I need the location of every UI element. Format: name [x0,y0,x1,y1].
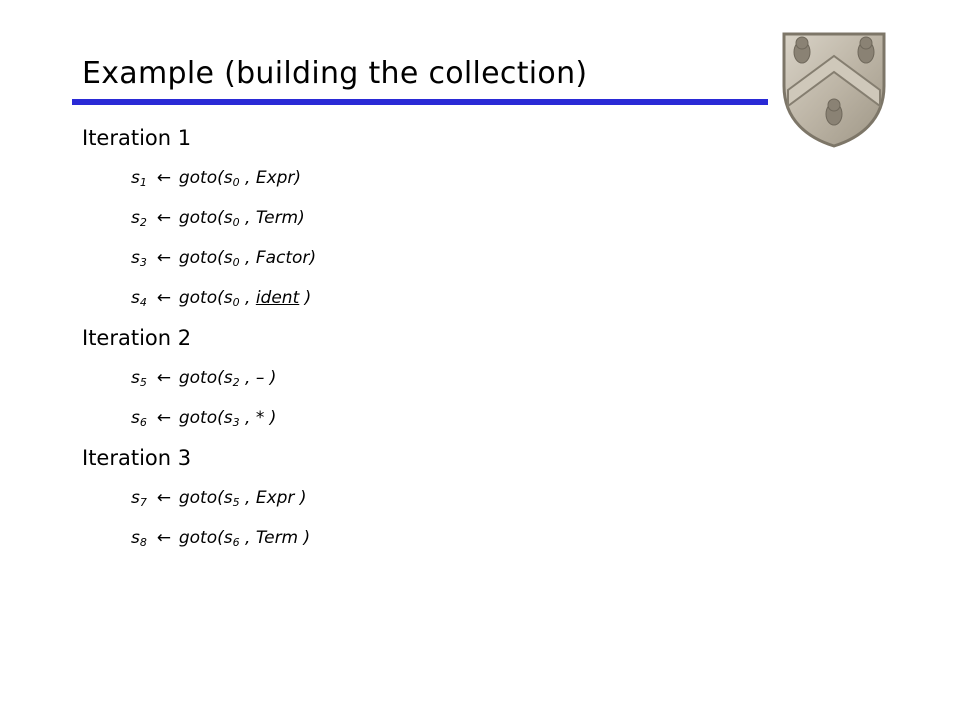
separator: , [239,408,256,428]
source-state-subscript: 0 [232,296,240,309]
state-var: s [131,208,140,228]
goto-step: s5 ← goto(s2 , – ) [82,358,762,398]
closing-paren: ) [298,208,305,228]
separator: , [239,168,256,188]
left-arrow-icon: ← [156,288,171,308]
goto-function: goto(s [178,368,233,388]
closing-paren: ) [294,488,307,508]
slide-title: Example (building the collection) [82,56,588,91]
closing-paren: ) [264,408,277,428]
grammar-symbol: * [255,408,265,428]
state-var: s [131,248,140,268]
grammar-symbol: Term [255,528,299,548]
state-var: s [131,288,140,308]
left-arrow-icon: ← [156,408,171,428]
goto-function: goto(s [178,248,233,268]
left-arrow-icon: ← [156,168,171,188]
source-state-subscript: 5 [232,496,240,509]
state-var: s [131,168,140,188]
grammar-symbol: Factor [255,248,310,268]
grammar-symbol: ident [255,288,300,308]
state-var: s [131,528,140,548]
separator: , [239,208,256,228]
source-state-subscript: 3 [232,416,240,429]
state-var: s [131,488,140,508]
closing-paren: ) [264,368,277,388]
iteration-heading: Iteration 2 [82,326,192,350]
source-state-subscript: 0 [232,176,240,189]
grammar-symbol: Expr [255,488,295,508]
state-subscript: 1 [139,176,147,189]
grammar-symbol: – [255,368,265,388]
source-state-subscript: 2 [232,376,240,389]
grammar-symbol: Term [255,208,299,228]
goto-step: s6 ← goto(s3 , * ) [82,398,762,438]
state-subscript: 8 [139,536,147,549]
goto-step: s7 ← goto(s5 , Expr ) [82,478,762,518]
iteration-heading: Iteration 3 [82,446,192,470]
goto-step: s1 ← goto(s0 , Expr) [82,158,762,198]
closing-paren: ) [298,528,311,548]
closing-paren: ) [299,288,312,308]
state-var: s [131,368,140,388]
separator: , [239,368,256,388]
goto-function: goto(s [178,528,233,548]
state-subscript: 6 [139,416,147,429]
separator: , [239,488,256,508]
left-arrow-icon: ← [156,528,171,548]
separator: , [239,528,256,548]
left-arrow-icon: ← [156,368,171,388]
goto-function: goto(s [178,168,233,188]
rice-university-shield-icon [782,32,886,148]
source-state-subscript: 0 [232,256,240,269]
iteration-heading: Iteration 1 [82,126,192,150]
goto-function: goto(s [178,288,233,308]
state-subscript: 3 [139,256,147,269]
separator: , [239,288,256,308]
state-var: s [131,408,140,428]
goto-step: s3 ← goto(s0 , Factor) [82,238,762,278]
state-subscript: 5 [139,376,147,389]
left-arrow-icon: ← [156,248,171,268]
goto-function: goto(s [178,208,233,228]
goto-step: s2 ← goto(s0 , Term) [82,198,762,238]
separator: , [239,248,256,268]
closing-paren: ) [294,168,302,188]
state-subscript: 4 [139,296,147,309]
source-state-subscript: 6 [232,536,240,549]
source-state-subscript: 0 [232,216,240,229]
state-subscript: 2 [139,216,147,229]
left-arrow-icon: ← [156,208,171,228]
closing-paren: ) [309,248,317,268]
goto-step: s8 ← goto(s6 , Term ) [82,518,762,558]
title-underline-rule [72,99,768,105]
state-subscript: 7 [139,496,147,509]
goto-function: goto(s [178,408,233,428]
goto-function: goto(s [178,488,233,508]
left-arrow-icon: ← [156,488,171,508]
goto-step: s4 ← goto(s0 , ident ) [82,278,762,318]
grammar-symbol: Expr [255,168,295,188]
